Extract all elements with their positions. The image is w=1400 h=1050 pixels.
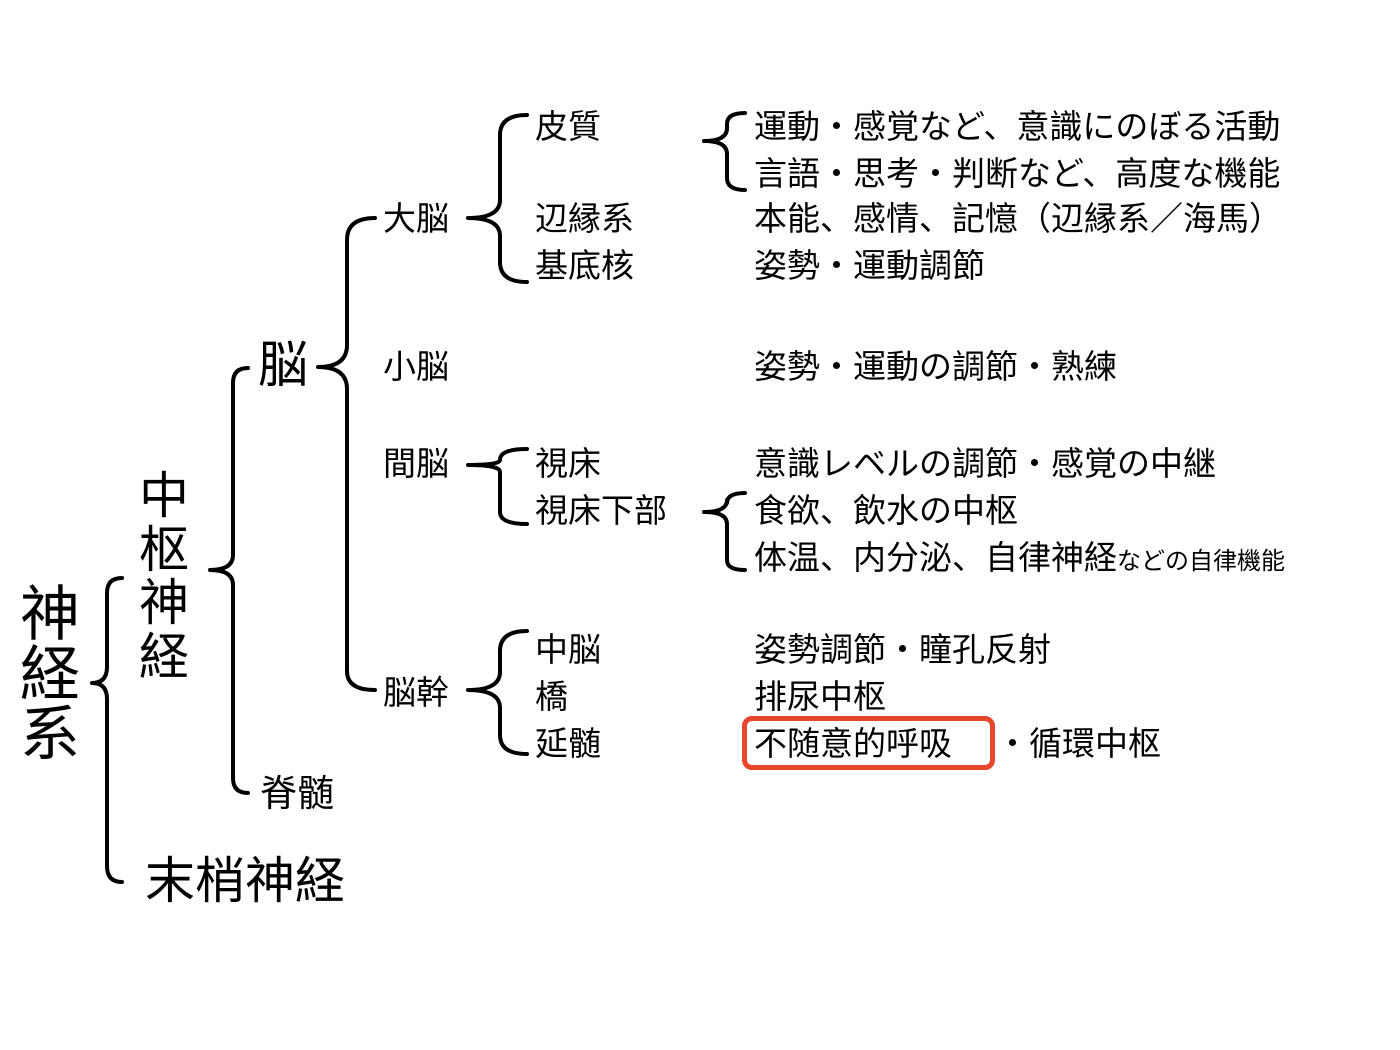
pons-label: 橋 bbox=[535, 677, 568, 716]
limbic-system-label: 辺縁系 bbox=[535, 199, 634, 238]
pns-label: 末梢神経 bbox=[145, 852, 345, 910]
nervous-system-label: 神 経 系 bbox=[18, 585, 82, 765]
bracket-brainstem bbox=[466, 629, 529, 756]
nervous-system-char: 経 bbox=[20, 640, 80, 710]
cerebellum-label: 小脳 bbox=[383, 347, 449, 386]
cns-label: 中 枢 神 経 bbox=[136, 467, 192, 686]
nervous-system-char: 系 bbox=[20, 700, 80, 770]
cns-char: 経 bbox=[139, 627, 189, 686]
cerebrum-label: 大脳 bbox=[383, 199, 449, 238]
function-midbrain: 姿勢調節・瞳孔反射 bbox=[754, 630, 1051, 669]
brainstem-label: 脳幹 bbox=[383, 673, 449, 712]
highlight-box bbox=[742, 716, 995, 770]
hypothalamus-label: 視床下部 bbox=[535, 491, 667, 530]
thalamus-label: 視床 bbox=[535, 444, 601, 483]
function-hypothalamus-2: 体温、内分泌、自律神経などの自律機能 bbox=[754, 541, 1285, 574]
bracket-cerebrum bbox=[466, 113, 529, 284]
spinal-cord-label: 脊髄 bbox=[260, 772, 334, 815]
bracket-brain bbox=[316, 216, 377, 692]
cns-char: 神 bbox=[139, 574, 189, 632]
function-medulla-rest: ・循環中枢 bbox=[996, 724, 1161, 763]
cortex-label: 皮質 bbox=[535, 107, 601, 146]
cns-char: 枢 bbox=[139, 520, 189, 579]
brain-label: 脳 bbox=[258, 336, 308, 394]
function-medulla-highlight: 不随意的呼吸 bbox=[754, 724, 952, 763]
bracket-cortex-functions bbox=[702, 111, 747, 192]
medulla-label: 延髄 bbox=[535, 724, 601, 763]
function-cerebellum: 姿勢・運動の調節・熟練 bbox=[754, 347, 1117, 386]
bracket-nervous-system bbox=[90, 576, 124, 884]
bracket-hypothalamus-functions bbox=[702, 491, 747, 572]
function-basal-ganglia: 姿勢・運動調節 bbox=[754, 246, 985, 285]
function-hypothalamus-2-small: などの自律機能 bbox=[1117, 547, 1285, 575]
function-hypothalamus-2-main: 体温、内分泌、自律神経 bbox=[754, 538, 1117, 577]
function-thalamus: 意識レベルの調節・感覚の中継 bbox=[754, 444, 1216, 483]
function-hypothalamus-1: 食欲、飲水の中枢 bbox=[754, 491, 1018, 530]
basal-ganglia-label: 基底核 bbox=[535, 246, 634, 285]
function-cortex-2: 言語・思考・判断など、高度な機能 bbox=[754, 154, 1281, 193]
function-cortex-1: 運動・感覚など、意識にのぼる活動 bbox=[754, 107, 1281, 146]
midbrain-label: 中脳 bbox=[535, 630, 601, 669]
bracket-cns bbox=[208, 366, 250, 795]
function-limbic: 本能、感情、記憶（辺縁系／海馬） bbox=[754, 199, 1282, 238]
diencephalon-label: 間脳 bbox=[383, 444, 449, 483]
bracket-diencephalon bbox=[466, 447, 529, 526]
function-pons: 排尿中枢 bbox=[754, 677, 886, 716]
cns-char: 中 bbox=[139, 467, 189, 525]
nervous-system-char: 神 bbox=[20, 580, 80, 650]
